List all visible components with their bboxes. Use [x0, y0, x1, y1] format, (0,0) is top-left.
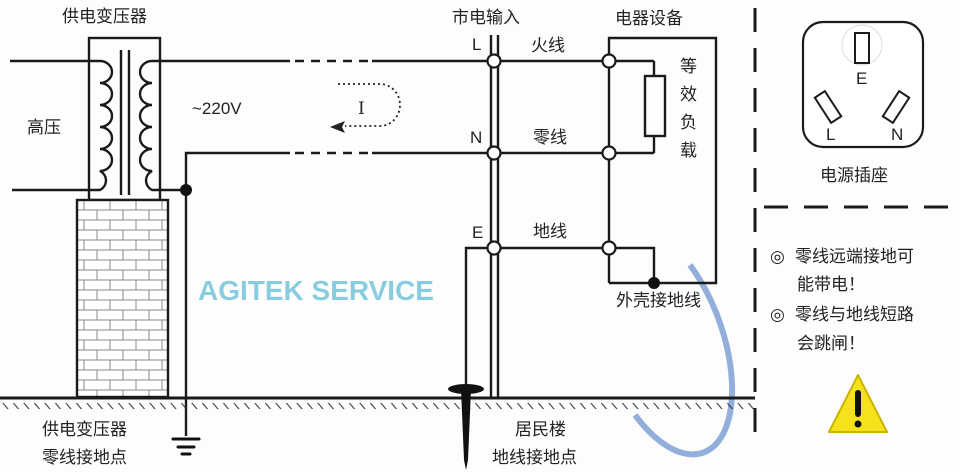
- load-char-3: 负: [680, 113, 697, 133]
- building-ground-label-1: 居民楼: [515, 420, 566, 440]
- socket-L-label: L: [826, 125, 835, 144]
- case-ground-dot: [648, 277, 660, 289]
- transformer-ground-label-2: 零线接地点: [42, 448, 127, 468]
- voltage-label: ~220V: [192, 99, 242, 118]
- note-1-line-2: 能带电！: [797, 275, 865, 295]
- case-ground-label: 外壳接地线: [616, 291, 701, 311]
- ground-wire-label: 地线: [533, 222, 567, 242]
- wires: [180, 35, 718, 436]
- note-2-line-2: 会跳闸！: [797, 334, 865, 354]
- appliance-label: 电器设备: [615, 9, 683, 29]
- load-char-1: 等: [680, 57, 697, 77]
- ground-symbol-icon: [171, 437, 201, 456]
- watermark-logo: AGITEK SERVICE: [198, 263, 736, 458]
- socket-E-label: E: [856, 69, 867, 88]
- secondary-coil: [138, 59, 290, 192]
- high-voltage-label: 高压: [27, 118, 61, 138]
- note-1-line-1: 零线远端接地可: [795, 247, 914, 267]
- brick-pedestal: [75, 198, 170, 399]
- warning-icon: [828, 374, 888, 433]
- live-wire-label: 火线: [531, 36, 565, 56]
- neutral-wire-label: 零线: [533, 128, 567, 148]
- transformer: [10, 36, 290, 399]
- load-char-4: 载: [680, 141, 697, 161]
- ground-stake-icon: [448, 384, 484, 470]
- transformer-ground-label-1: 供电变压器: [42, 420, 127, 440]
- watermark-text: AGITEK SERVICE: [198, 275, 434, 306]
- transformer-title: 供电变压器: [62, 7, 147, 27]
- power-socket-icon: [801, 20, 925, 149]
- terminal-N-label: N: [470, 128, 482, 147]
- socket-caption: 电源插座: [820, 166, 888, 186]
- note-2-bullet: ◎: [770, 305, 785, 325]
- terminals: [486, 53, 617, 256]
- primary-coil: [10, 59, 114, 192]
- terminal-E-label: E: [472, 223, 483, 242]
- current-loop: [338, 83, 401, 127]
- load-char-2: 效: [680, 85, 697, 105]
- current-label: I: [358, 99, 365, 119]
- building-ground-label-2: 地线接地点: [492, 448, 577, 468]
- note-2-line-1: 零线与地线短路: [795, 305, 914, 325]
- socket-N-label: N: [891, 125, 903, 144]
- terminal-L-label: L: [472, 35, 481, 54]
- load-resistor: [643, 74, 667, 138]
- current-arrow-icon: [330, 121, 345, 133]
- mains-input-label: 市电输入: [452, 8, 520, 28]
- ground: [0, 384, 756, 470]
- junction-dot: [180, 184, 192, 196]
- note-1-bullet: ◎: [770, 247, 785, 267]
